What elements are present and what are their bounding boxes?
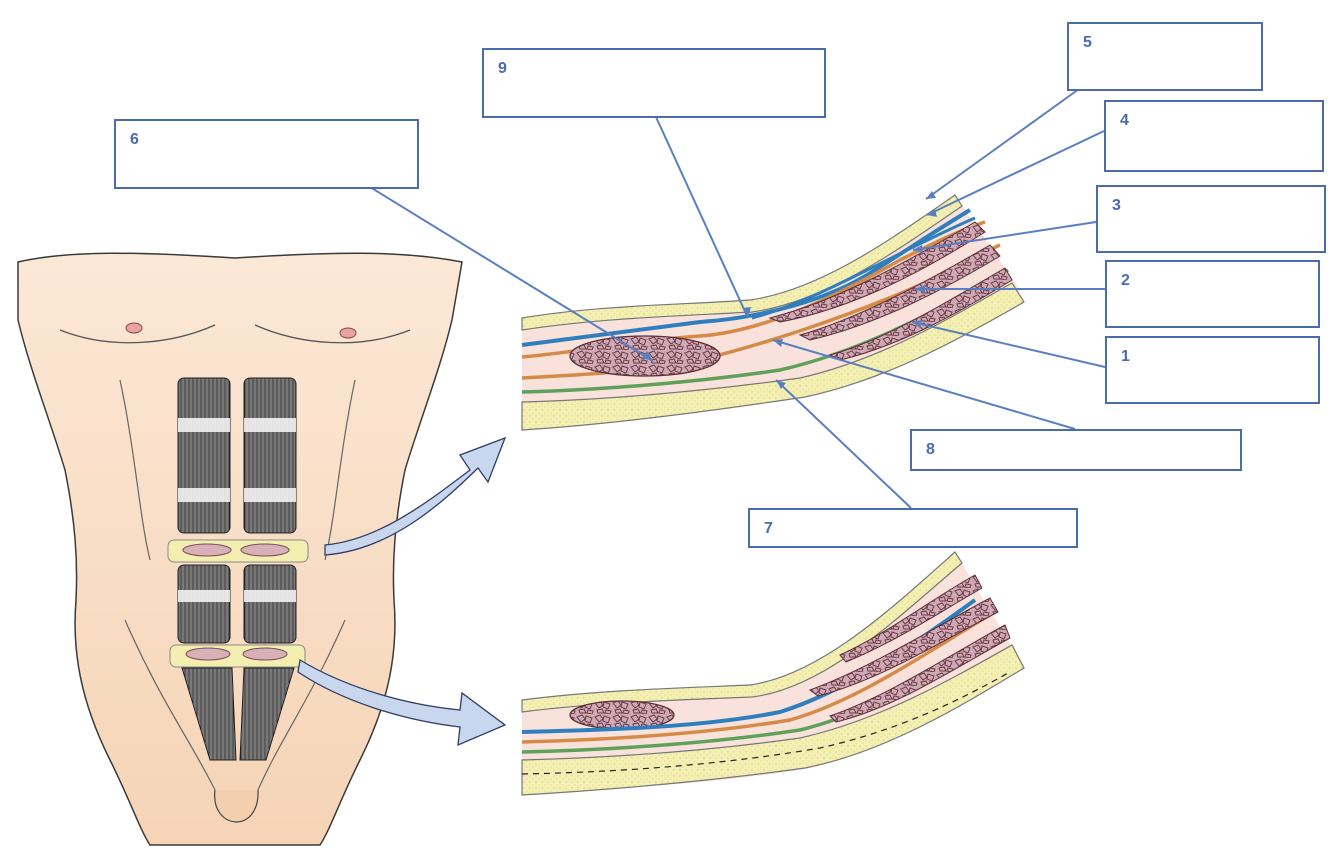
label-box-7[interactable]: 7 bbox=[748, 508, 1078, 548]
label-box-3[interactable]: 3 bbox=[1096, 185, 1326, 253]
label-box-5[interactable]: 5 bbox=[1067, 22, 1263, 91]
label-number: 5 bbox=[1083, 34, 1092, 51]
leader-line-7 bbox=[775, 379, 912, 509]
label-number: 2 bbox=[1121, 272, 1130, 289]
left-pectoral-line bbox=[59, 324, 216, 344]
label-box-1[interactable]: 1 bbox=[1105, 336, 1320, 404]
upper-pointer-arrow bbox=[324, 436, 507, 556]
label-number: 1 bbox=[1121, 348, 1130, 365]
leader-line-1 bbox=[911, 321, 1106, 368]
left-nipple bbox=[125, 322, 143, 334]
upper-cross-section bbox=[521, 194, 1025, 431]
lower-section-slice bbox=[169, 644, 306, 668]
right-pectoral-line bbox=[254, 324, 411, 344]
label-box-8[interactable]: 8 bbox=[910, 429, 1242, 471]
lower-fat-bottom bbox=[521, 644, 1025, 796]
preperitoneal-fat-layer bbox=[521, 282, 1025, 431]
leader-line-8 bbox=[772, 339, 1076, 430]
leader-arrowheads bbox=[642, 191, 937, 389]
label-number: 4 bbox=[1120, 112, 1129, 129]
lower-pointer-arrow bbox=[297, 658, 507, 747]
label-box-2[interactable]: 2 bbox=[1105, 260, 1320, 328]
leader-lines bbox=[369, 88, 1106, 509]
label-number: 6 bbox=[130, 131, 139, 148]
lower-cross-section bbox=[521, 551, 1025, 796]
genital-outline bbox=[214, 789, 259, 823]
right-nipple bbox=[339, 327, 357, 339]
lower-dashed-line bbox=[521, 671, 1011, 775]
leader-line-6 bbox=[369, 186, 654, 362]
label-number: 9 bbox=[498, 60, 507, 77]
label-box-6[interactable]: 6 bbox=[114, 119, 419, 189]
leader-line-5 bbox=[925, 88, 1080, 200]
leader-line-3 bbox=[912, 221, 1097, 251]
rectus-abdominis-muscle bbox=[177, 377, 297, 761]
leader-line-4 bbox=[926, 130, 1105, 216]
left-flank-line bbox=[119, 379, 151, 561]
external-oblique-section bbox=[768, 221, 986, 323]
left-inguinal-line bbox=[124, 619, 216, 791]
lower-fat-top bbox=[521, 551, 963, 713]
upper-section-slice bbox=[167, 539, 309, 563]
internal-oblique-section bbox=[798, 244, 1001, 341]
leader-line-9 bbox=[655, 116, 749, 319]
label-box-4[interactable]: 4 bbox=[1104, 100, 1324, 172]
label-number: 8 bbox=[926, 441, 935, 458]
right-inguinal-line bbox=[257, 619, 346, 791]
label-number: 7 bbox=[764, 520, 773, 537]
label-number: 3 bbox=[1112, 197, 1121, 214]
label-box-9[interactable]: 9 bbox=[482, 48, 826, 118]
torso-illustration bbox=[17, 252, 463, 846]
transversus-section bbox=[828, 267, 1013, 361]
